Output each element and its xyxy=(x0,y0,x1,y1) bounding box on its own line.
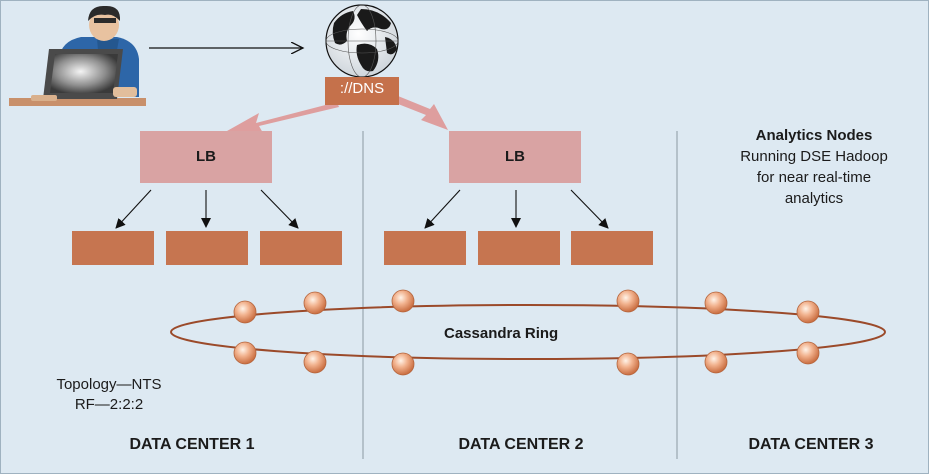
lb2-arrow-left xyxy=(424,189,461,229)
data-center-3-label: DATA CENTER 3 xyxy=(748,436,874,453)
load-balancer-1 xyxy=(140,131,272,183)
user-at-laptop-icon xyxy=(9,5,146,106)
analytics-line-2: for near real-time xyxy=(756,169,872,186)
analytics-line-3: analytics xyxy=(784,190,844,207)
ring-node xyxy=(233,341,257,365)
ring-node xyxy=(616,289,640,313)
ring-node xyxy=(796,341,820,365)
globe-icon xyxy=(325,4,399,78)
topology-line-2: RF—2:2:2 xyxy=(74,396,144,413)
ring-node xyxy=(303,350,327,374)
ring-node xyxy=(796,300,820,324)
ring-node xyxy=(704,291,728,315)
analytics-nodes-note: Analytics Nodes Running DSE Hadoop for n… xyxy=(701,125,927,209)
ring-node xyxy=(704,350,728,374)
lb2-label: LB xyxy=(505,148,525,165)
ring-node xyxy=(233,300,257,324)
dns-banner xyxy=(325,77,399,105)
ring-node xyxy=(391,289,415,313)
lb1-label: LB xyxy=(196,148,216,165)
topology-note: Topology—NTS RF—2:2:2 xyxy=(39,375,179,415)
analytics-line-1: Running DSE Hadoop xyxy=(740,148,888,165)
topology-line-1: Topology—NTS xyxy=(56,376,162,393)
app-node-dc1-3 xyxy=(260,231,342,265)
lb1-arrow-left xyxy=(115,189,152,229)
dns-to-lb2-arrow xyxy=(393,96,448,130)
data-center-2-label: DATA CENTER 2 xyxy=(458,436,584,453)
ring-node xyxy=(391,352,415,376)
cassandra-ring-label: Cassandra Ring xyxy=(444,325,559,342)
lb2-arrow-right xyxy=(570,189,609,229)
app-node-dc2-1 xyxy=(384,231,466,265)
app-node-dc1-2 xyxy=(166,231,248,265)
load-balancer-2 xyxy=(449,131,581,183)
app-node-dc2-2 xyxy=(478,231,560,265)
ring-node xyxy=(616,352,640,376)
dns-label: ://DNS xyxy=(339,80,385,97)
dns-to-lb1-arrow xyxy=(227,102,339,133)
ring-nodes xyxy=(233,289,820,376)
app-node-dc2-3 xyxy=(571,231,653,265)
analytics-title: Analytics Nodes xyxy=(755,127,873,144)
app-node-dc1-1 xyxy=(72,231,154,265)
ring-node xyxy=(303,291,327,315)
data-center-1-label: DATA CENTER 1 xyxy=(129,436,255,453)
cassandra-ring xyxy=(170,304,886,360)
lb1-arrow-right xyxy=(260,189,299,229)
